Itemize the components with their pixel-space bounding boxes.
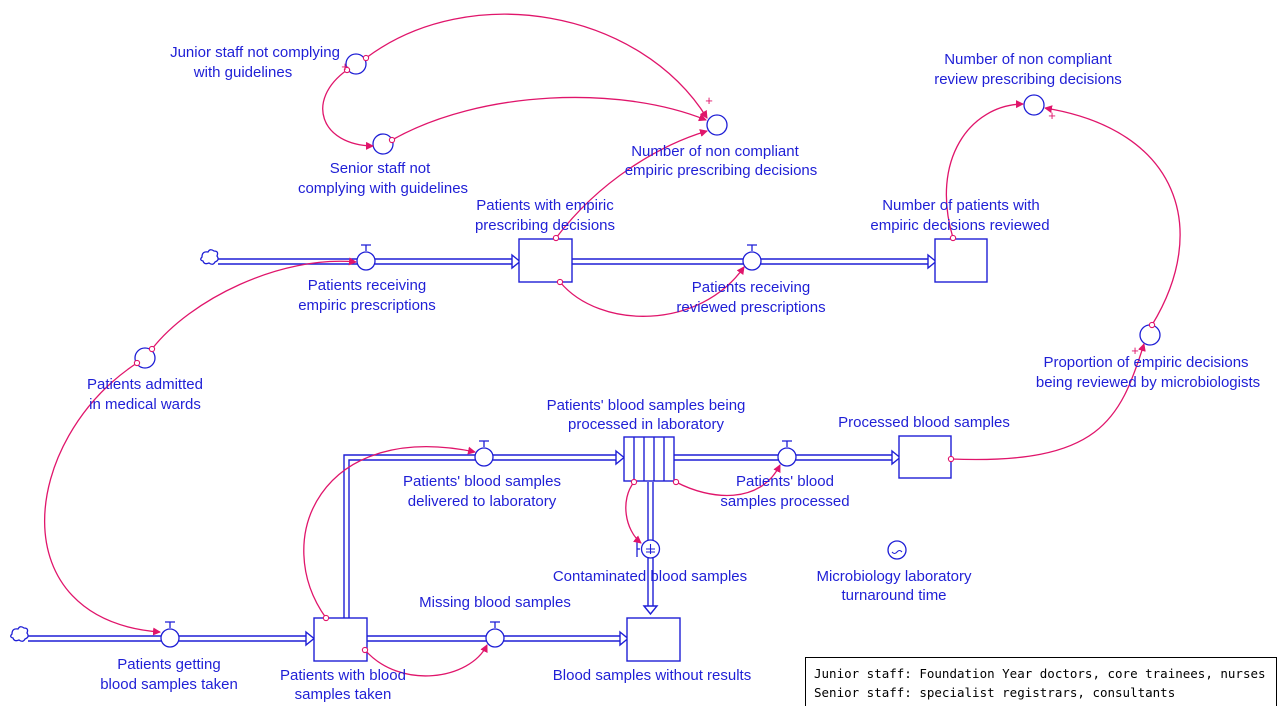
link-stock-to-missing — [364, 644, 488, 677]
polarity-plus: + — [1048, 108, 1056, 123]
stock-without-results[interactable] — [626, 617, 681, 662]
link-empiric-stock-to-noncompliant — [555, 129, 708, 239]
label-junior-1: Junior staff not complying — [170, 44, 340, 61]
stock-patients-with-samples[interactable] — [313, 617, 368, 662]
label-getting-1: Patients getting — [117, 656, 220, 673]
label-admitted-2: in medical wards — [89, 396, 201, 413]
label-receiving-reviewed-2: reviewed prescriptions — [676, 299, 825, 316]
label-noncompliant-empiric-2: empiric prescribing decisions — [625, 162, 818, 179]
polarity-plus: + — [341, 59, 349, 74]
aux-senior-staff[interactable] — [372, 133, 394, 155]
label-noncompliant-review-2: review prescribing decisions — [934, 71, 1122, 88]
aux-turnaround[interactable] — [887, 540, 907, 560]
valve-contaminated[interactable] — [636, 539, 661, 559]
label-noncompliant-empiric-1: Number of non compliant — [631, 143, 799, 160]
valve-receiving-reviewed[interactable] — [742, 244, 762, 271]
label-receiving-empiric-1: Patients receiving — [308, 277, 426, 294]
valve-processed[interactable] — [777, 440, 797, 467]
polarity-plus: + — [705, 93, 713, 108]
label-delivered-2: delivered to laboratory — [408, 493, 557, 510]
source-clouds — [10, 249, 219, 642]
label-with-taken-2: samples taken — [295, 686, 392, 703]
label-getting-2: blood samples taken — [100, 676, 238, 693]
conveyor-being-processed[interactable] — [623, 436, 675, 482]
labels: Junior staff not complying with guidelin… — [87, 44, 1260, 703]
stock-patients-empiric[interactable] — [518, 238, 573, 283]
cloud-icon — [200, 249, 219, 265]
stocks — [313, 238, 988, 662]
link-senior-to-junior — [322, 69, 374, 150]
label-senior-2: complying with guidelines — [298, 180, 468, 197]
link-processed-to-proportion — [950, 343, 1146, 461]
aux-proportion-reviewed[interactable] — [1139, 324, 1161, 346]
label-noncompliant-review-1: Number of non compliant — [944, 51, 1112, 68]
label-senior-1: Senior staff not — [330, 160, 431, 177]
aux-noncompliant-review[interactable] — [1023, 94, 1045, 116]
causal-links — [43, 13, 1181, 677]
polarity-plus: + — [1131, 343, 1139, 358]
label-proportion-1: Proportion of empiric decisions — [1043, 354, 1248, 371]
valve-delivered[interactable] — [474, 440, 494, 467]
valve-getting-taken[interactable] — [160, 621, 180, 648]
label-receiving-reviewed-1: Patients receiving — [692, 279, 810, 296]
aux-noncompliant-empiric[interactable] — [706, 114, 728, 136]
cloud-icon — [10, 626, 29, 642]
valves — [160, 244, 797, 648]
link-stock-to-delivered — [303, 446, 476, 619]
link-conveyor-to-processed — [675, 464, 781, 497]
label-reviewed-stock-2: empiric decisions reviewed — [870, 217, 1049, 234]
link-conveyor-to-contaminated — [625, 481, 642, 544]
label-without-results: Blood samples without results — [553, 667, 751, 684]
label-admitted-1: Patients admitted — [87, 376, 203, 393]
legend-box: Junior staff: Foundation Year doctors, c… — [805, 657, 1277, 706]
label-junior-2: with guidelines — [193, 64, 292, 81]
aux-junior-staff[interactable] — [345, 53, 367, 75]
label-processed-flow-1: Patients' blood — [736, 473, 834, 490]
link-admitted-to-receiving — [151, 257, 357, 350]
label-being-processed-2: processed in laboratory — [568, 416, 724, 433]
legend-line-junior: Junior staff: Foundation Year doctors, c… — [814, 666, 1266, 681]
label-delivered-1: Patients' blood samples — [403, 473, 561, 490]
auxiliaries — [134, 53, 1161, 560]
label-with-taken-1: Patients with blood — [280, 667, 406, 684]
label-processed-stock: Processed blood samples — [838, 414, 1010, 431]
link-empiric-stock-to-reviewed-flow — [559, 266, 745, 317]
label-processed-flow-2: samples processed — [720, 493, 849, 510]
stock-processed-samples[interactable] — [898, 435, 952, 479]
link-reviewed-to-noncompliant — [945, 100, 1024, 239]
valve-missing[interactable] — [485, 621, 505, 648]
link-junior-to-empiric — [365, 13, 708, 119]
label-turnaround-2: turnaround time — [841, 587, 946, 604]
valve-receiving-empiric[interactable] — [356, 244, 376, 271]
label-turnaround-1: Microbiology laboratory — [816, 568, 972, 585]
stock-patients-reviewed[interactable] — [934, 238, 988, 283]
label-reviewed-stock-1: Number of patients with — [882, 197, 1040, 214]
link-senior-to-empiric — [391, 96, 707, 141]
label-proportion-2: being reviewed by microbiologists — [1036, 374, 1260, 391]
label-missing: Missing blood samples — [419, 594, 571, 611]
legend-line-senior: Senior staff: specialist registrars, con… — [814, 685, 1176, 700]
label-empiric-stock-2: prescribing decisions — [475, 217, 615, 234]
polarity-marks: + + + + — [341, 59, 1139, 358]
link-admitted-to-getting — [43, 362, 161, 636]
link-proportion-to-noncompliant — [1044, 105, 1181, 326]
label-being-processed-1: Patients' blood samples being — [547, 397, 746, 414]
label-empiric-stock-1: Patients with empiric — [476, 197, 614, 214]
label-receiving-empiric-2: empiric prescriptions — [298, 297, 436, 314]
link-origins — [133, 54, 1156, 654]
label-contaminated: Contaminated blood samples — [553, 568, 747, 585]
